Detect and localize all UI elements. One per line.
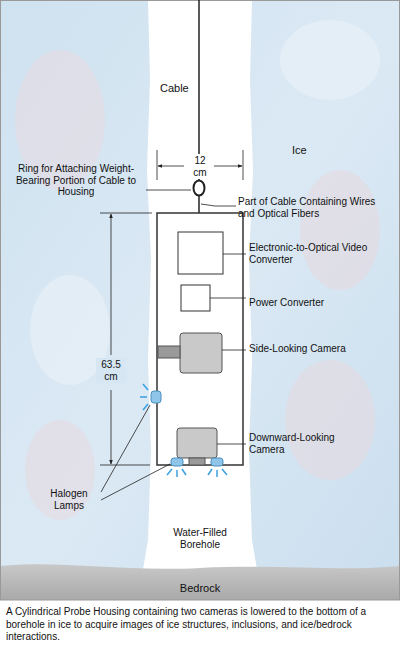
ice-ground <box>0 0 400 600</box>
video-converter <box>178 232 223 274</box>
cable-label: Cable <box>160 82 189 95</box>
part-label: Ring for Attaching Weight-Bearing Portio… <box>8 163 144 199</box>
dimension-label: 63.5 cm <box>96 358 126 384</box>
halogen-lamp <box>151 391 161 403</box>
side-camera-lens <box>158 346 180 358</box>
dimension-arrow <box>111 214 112 355</box>
power-converter <box>181 285 210 311</box>
part-label: Halogen Lamps <box>38 488 100 513</box>
part-label: Power Converter <box>249 297 324 309</box>
dimension-arrow <box>214 166 242 167</box>
part-label: Part of Cable Containing Wires and Optic… <box>238 196 378 219</box>
dimension-tick <box>157 150 158 180</box>
part-label: Side-Looking Camera <box>249 343 346 355</box>
part-label: Electronic-to-Optical Video Converter <box>249 242 379 265</box>
region-label: Ice <box>292 144 307 157</box>
probe-housing <box>157 213 243 465</box>
cable-label: Cable <box>160 78 196 96</box>
part-label: Halogen Lamps <box>38 488 100 511</box>
dimension-arrow <box>111 390 112 464</box>
part-label: Electronic-to-Optical Video Converter <box>249 242 379 267</box>
region-label: Ice <box>292 140 322 158</box>
downward-camera <box>177 428 217 458</box>
dimension-tick <box>243 150 244 180</box>
cable-part <box>198 196 200 213</box>
dimension-label: 12 cm <box>187 154 213 180</box>
caption: A Cylindrical Probe Housing containing t… <box>6 606 394 644</box>
region-label: Bedrock <box>180 582 220 595</box>
light-rays <box>140 384 227 477</box>
part-label: Downward-Looking Camera <box>249 432 349 455</box>
frame <box>1 1 400 601</box>
dimension-tick <box>100 213 152 214</box>
region-label: Water-Filled Borehole <box>158 526 242 552</box>
part-label: Power Converter <box>249 292 359 310</box>
region-label: Water-Filled Borehole <box>158 526 242 551</box>
part-label: Ring for Attaching Weight-Bearing Portio… <box>8 163 144 198</box>
dimension-label: 12 cm <box>187 154 213 179</box>
side-camera <box>180 333 222 373</box>
dimension-label: 63.5 cm <box>96 358 126 383</box>
region-label: Bedrock <box>170 578 230 596</box>
bedrock-layer <box>0 564 400 600</box>
downward-camera-lens <box>189 458 205 465</box>
halogen-lamp <box>211 458 223 466</box>
halogen-lamp <box>171 458 183 466</box>
dimension-arrow <box>158 166 184 167</box>
part-label: Side-Looking Camera <box>249 338 349 356</box>
part-label: Part of Cable Containing Wires and Optic… <box>238 196 378 221</box>
part-label: Downward-Looking Camera <box>249 432 349 457</box>
dimension-tick <box>100 465 150 466</box>
ring <box>194 181 205 196</box>
leader-lines <box>101 190 246 500</box>
borehole <box>142 0 258 575</box>
caption: A Cylindrical Probe Housing containing t… <box>6 606 394 644</box>
